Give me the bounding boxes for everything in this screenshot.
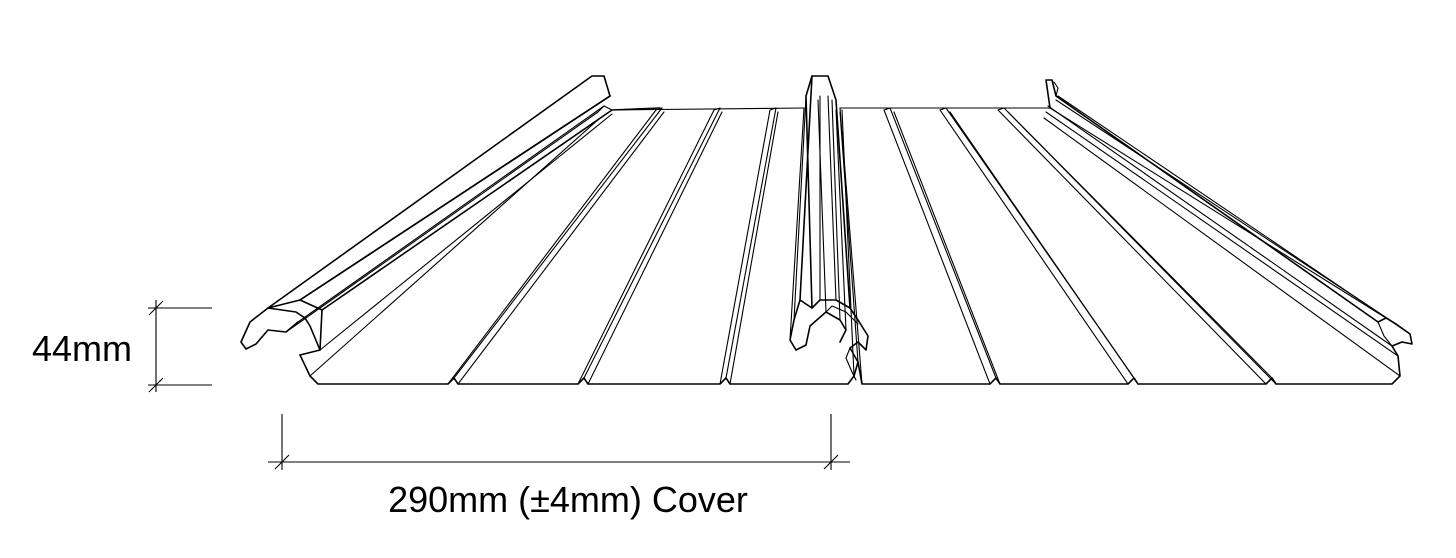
height-tick-top <box>148 300 164 316</box>
pan-stiffener-lines <box>447 107 1277 385</box>
height-label: 44mm <box>32 328 132 369</box>
cover-dimension: 290mm (±4mm) Cover <box>268 414 850 520</box>
left-male-rib <box>267 75 661 377</box>
centre-seam-rib <box>789 75 863 385</box>
cover-tick-left <box>274 454 290 470</box>
height-tick-bottom <box>148 377 164 393</box>
cover-tick-right <box>823 454 839 470</box>
height-dimension: 44mm <box>32 300 212 393</box>
cover-label: 290mm (±4mm) Cover <box>388 479 748 520</box>
right-female-rib <box>1043 79 1411 377</box>
